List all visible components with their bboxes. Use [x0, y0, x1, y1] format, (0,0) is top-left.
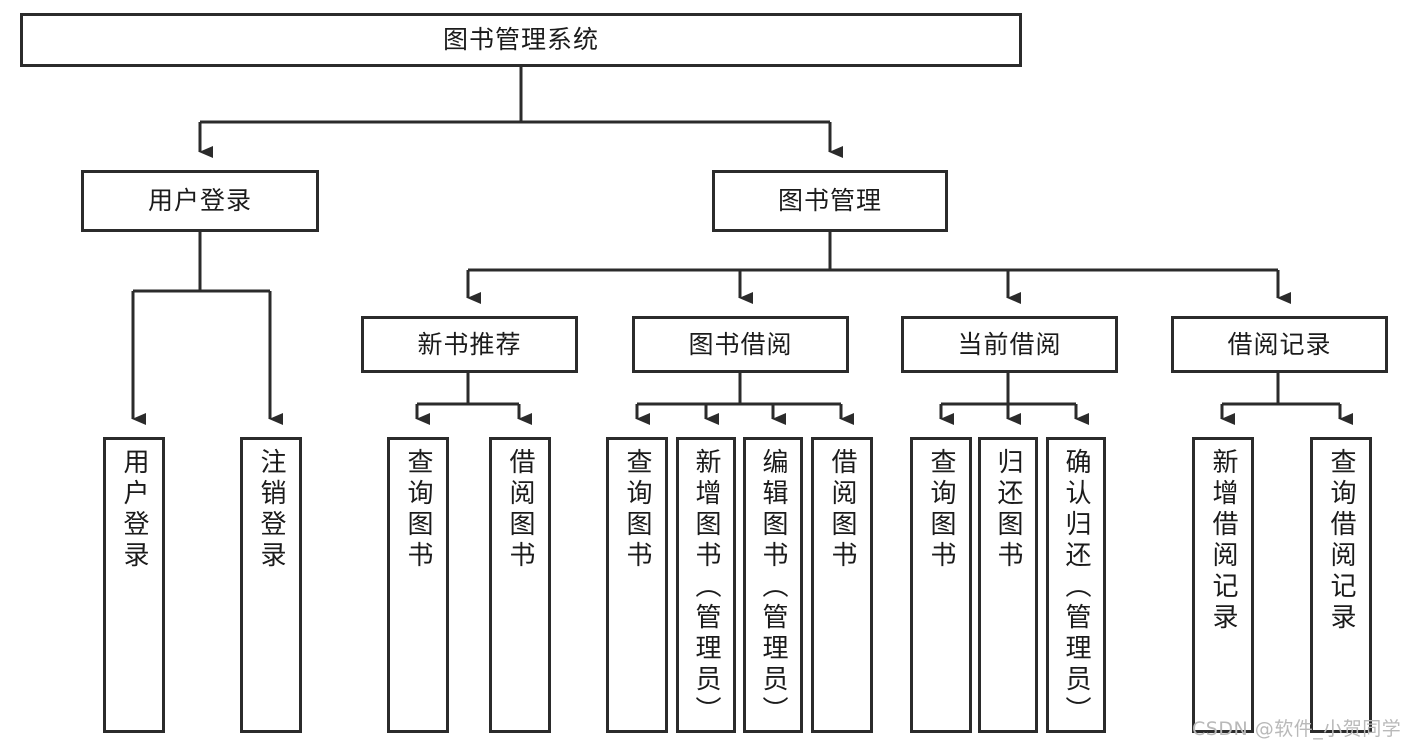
node-label: 归还图书: [993, 448, 1023, 572]
leaf-edit-book-admin[interactable]: 编辑图书（管理员）: [743, 437, 803, 733]
node-label: 编辑图书（管理员）: [758, 448, 788, 727]
node-label: 查询借阅记录: [1326, 448, 1356, 634]
node-label: 查询图书: [622, 448, 652, 572]
node-user-login[interactable]: 用户登录: [81, 170, 319, 232]
node-label: 用户登录: [119, 448, 149, 572]
node-label: 借阅图书: [505, 448, 535, 572]
node-label: 注销登录: [256, 448, 286, 572]
watermark-text: CSDN @软件_小贺同学: [1192, 718, 1402, 740]
node-label: 借阅记录: [1227, 329, 1332, 359]
node-label: 新书推荐: [417, 329, 522, 359]
node-label: 图书管理: [777, 186, 882, 216]
leaf-query-book-borrow[interactable]: 查询图书: [606, 437, 668, 733]
node-borrow-record[interactable]: 借阅记录: [1171, 316, 1388, 373]
leaf-query-book-current[interactable]: 查询图书: [910, 437, 972, 733]
node-label: 查询图书: [403, 448, 433, 572]
leaf-query-book-recommend[interactable]: 查询图书: [387, 437, 449, 733]
node-new-book-recommend[interactable]: 新书推荐: [361, 316, 578, 373]
node-book-borrow[interactable]: 图书借阅: [632, 316, 849, 373]
node-current-borrow[interactable]: 当前借阅: [901, 316, 1118, 373]
leaf-borrow-book-recommend[interactable]: 借阅图书: [489, 437, 551, 733]
node-label: 借阅图书: [827, 448, 857, 572]
node-label: 用户登录: [147, 186, 252, 216]
node-book-management[interactable]: 图书管理: [712, 170, 948, 232]
leaf-query-borrow-record[interactable]: 查询借阅记录: [1310, 437, 1372, 733]
node-label: 新增借阅记录: [1208, 448, 1238, 634]
node-label: 当前借阅: [957, 329, 1062, 359]
node-label: 查询图书: [926, 448, 956, 572]
node-label: 图书管理系统: [442, 25, 599, 55]
leaf-return-book[interactable]: 归还图书: [978, 437, 1038, 733]
leaf-borrow-book[interactable]: 借阅图书: [811, 437, 873, 733]
node-label: 确认归还（管理员）: [1061, 448, 1091, 727]
node-label: 新增图书（管理员）: [691, 448, 721, 727]
leaf-add-book-admin[interactable]: 新增图书（管理员）: [676, 437, 736, 733]
leaf-user-login[interactable]: 用户登录: [103, 437, 165, 733]
node-label: 图书借阅: [688, 329, 793, 359]
node-root-book-management-system[interactable]: 图书管理系统: [20, 13, 1022, 67]
leaf-logout[interactable]: 注销登录: [240, 437, 302, 733]
leaf-add-borrow-record[interactable]: 新增借阅记录: [1192, 437, 1254, 733]
leaf-confirm-return-admin[interactable]: 确认归还（管理员）: [1046, 437, 1106, 733]
